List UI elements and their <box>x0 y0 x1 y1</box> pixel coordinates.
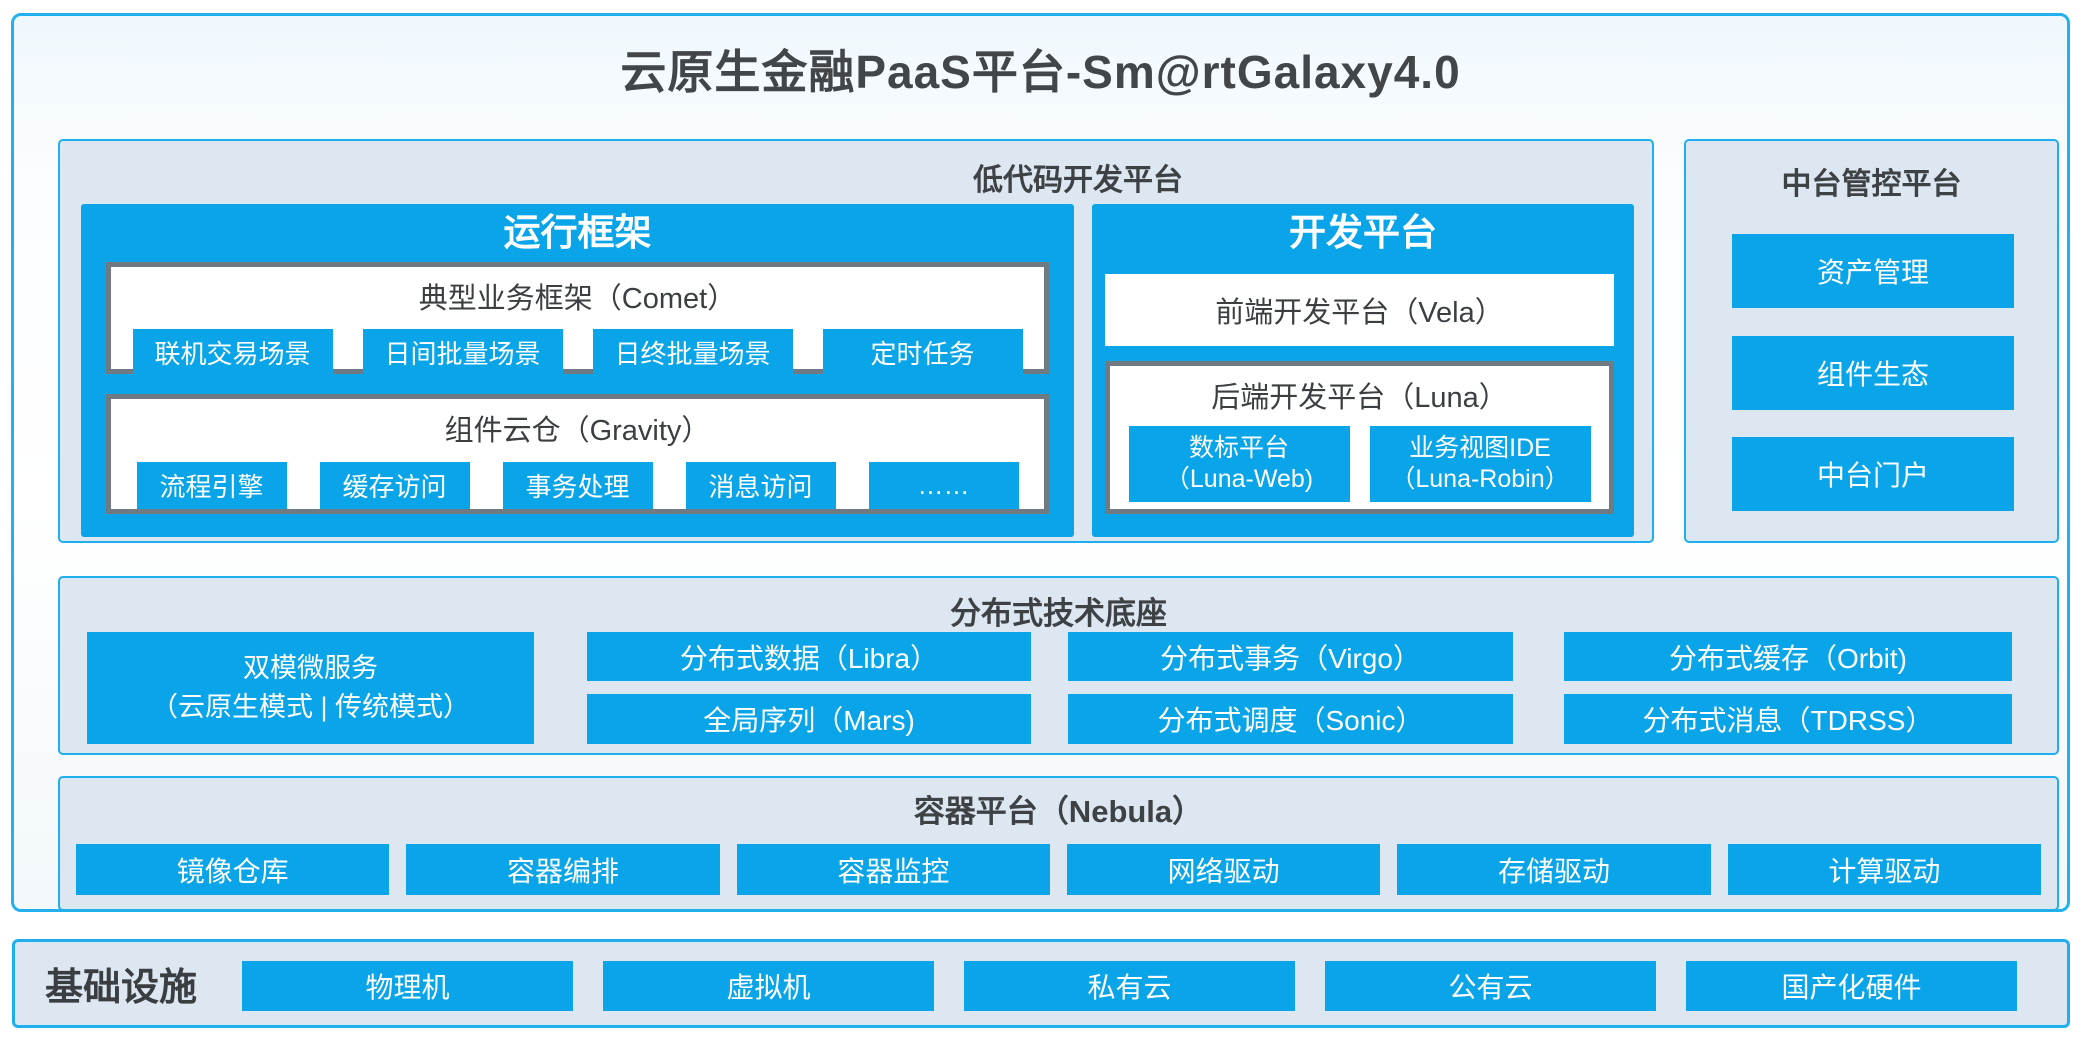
infrastructure-item: 国产化硬件 <box>1686 961 2017 1011</box>
container-item: 容器监控 <box>736 844 1050 895</box>
infrastructure-panel: 基础设施 物理机 虚拟机 私有云 公有云 国产化硬件 <box>12 939 2070 1028</box>
infrastructure-item: 物理机 <box>242 961 573 1011</box>
luna-backend-box: 后端开发平台（Luna） 数标平台 （Luna-Web) 业务视图IDE （Lu… <box>1105 361 1614 514</box>
distributed-item: 分布式事务（Virgo） <box>1068 632 1513 681</box>
comet-framework-box: 典型业务框架（Comet） 联机交易场景 日间批量场景 日终批量场景 定时任务 <box>106 262 1049 376</box>
midplatform-item: 组件生态 <box>1732 336 2014 410</box>
vela-frontend-box: 前端开发平台（Vela） <box>1105 274 1614 346</box>
page-title: 云原生金融PaaS平台-Sm@rtGalaxy4.0 <box>620 46 1461 98</box>
luna-item: 业务视图IDE （Luna-Robin） <box>1369 426 1591 502</box>
luna-item-line1: 数标平台 <box>1188 433 1289 462</box>
comet-item: 日间批量场景 <box>362 329 563 376</box>
dual-mode-line1: 双模微服务 <box>243 652 378 683</box>
gravity-warehouse-title: 组件云仓（Gravity） <box>444 415 711 447</box>
distributed-item: 全局序列（Mars) <box>587 694 1031 744</box>
lowcode-platform-panel: 低代码开发平台 运行框架 典型业务框架（Comet） 联机交易场景 日间批量场景… <box>58 139 1654 543</box>
midplatform-label: 中台管控平台 <box>1781 168 1962 201</box>
distributed-base-label: 分布式技术底座 <box>950 596 1167 631</box>
outer-frame: 云原生金融PaaS平台-Sm@rtGalaxy4.0 低代码开发平台 运行框架 … <box>11 13 2070 912</box>
comet-item: 日终批量场景 <box>592 329 793 376</box>
dual-mode-microservice-box: 双模微服务 （云原生模式 | 传统模式） <box>87 632 534 744</box>
distributed-base-panel: 分布式技术底座 双模微服务 （云原生模式 | 传统模式） 分布式数据（Libra… <box>58 576 2059 755</box>
distributed-item: 分布式缓存（Orbit) <box>1564 632 2012 681</box>
container-item: 网络驱动 <box>1067 844 1381 895</box>
luna-item-line2: （Luna-Web) <box>1164 465 1314 493</box>
midplatform-item: 资产管理 <box>1732 234 2014 308</box>
gravity-item: 事务处理 <box>502 462 653 509</box>
infrastructure-items-row: 物理机 虚拟机 私有云 公有云 国产化硬件 <box>242 961 2017 1011</box>
distributed-item: 分布式数据（Libra） <box>587 632 1031 681</box>
luna-item-line1: 业务视图IDE <box>1409 433 1551 462</box>
infrastructure-item: 私有云 <box>964 961 1295 1011</box>
distributed-item: 分布式消息（TDRSS） <box>1564 694 2012 744</box>
dual-mode-line2: （云原生模式 | 传统模式） <box>150 692 471 722</box>
comet-framework-title: 典型业务框架（Comet） <box>418 283 737 315</box>
runtime-framework-panel: 运行框架 典型业务框架（Comet） 联机交易场景 日间批量场景 日终批量场景 … <box>81 204 1074 537</box>
comet-item: 联机交易场景 <box>132 329 333 376</box>
gravity-item: 消息访问 <box>685 462 836 509</box>
comet-items-row: 联机交易场景 日间批量场景 日终批量场景 定时任务 <box>111 329 1044 376</box>
dev-platform-panel: 开发平台 前端开发平台（Vela） 后端开发平台（Luna） 数标平台 （Lun… <box>1092 204 1634 537</box>
container-item: 容器编排 <box>406 844 720 895</box>
luna-item-line2: （Luna-Robin） <box>1390 465 1570 493</box>
infrastructure-item: 虚拟机 <box>603 961 934 1011</box>
gravity-item: 缓存访问 <box>319 462 470 509</box>
luna-item: 数标平台 （Luna-Web) <box>1128 426 1350 502</box>
midplatform-panel: 中台管控平台 资产管理 组件生态 中台门户 <box>1684 139 2059 543</box>
container-platform-label: 容器平台（Nebula） <box>913 794 1204 829</box>
container-item: 存储驱动 <box>1397 844 1711 895</box>
luna-items-row: 数标平台 （Luna-Web) 业务视图IDE （Luna-Robin） <box>1110 426 1609 502</box>
infrastructure-item: 公有云 <box>1325 961 1656 1011</box>
runtime-framework-title: 运行框架 <box>503 212 652 253</box>
luna-backend-title: 后端开发平台（Luna） <box>1211 382 1508 414</box>
comet-item: 定时任务 <box>822 329 1023 376</box>
gravity-warehouse-box: 组件云仓（Gravity） 流程引擎 缓存访问 事务处理 消息访问 …… <box>106 394 1049 514</box>
dev-platform-title: 开发平台 <box>1289 212 1437 253</box>
container-item: 计算驱动 <box>1727 844 2041 895</box>
container-items-row: 镜像仓库 容器编排 容器监控 网络驱动 存储驱动 计算驱动 <box>76 844 2041 895</box>
midplatform-item: 中台门户 <box>1732 437 2014 511</box>
gravity-item: 流程引擎 <box>136 462 287 509</box>
distributed-item: 分布式调度（Sonic） <box>1068 694 1513 744</box>
gravity-items-row: 流程引擎 缓存访问 事务处理 消息访问 …… <box>111 462 1044 509</box>
vela-frontend-label: 前端开发平台（Vela） <box>1215 297 1504 329</box>
container-item: 镜像仓库 <box>76 844 390 895</box>
gravity-item: …… <box>868 462 1019 509</box>
lowcode-platform-label: 低代码开发平台 <box>973 164 1183 197</box>
container-platform-panel: 容器平台（Nebula） 镜像仓库 容器编排 容器监控 网络驱动 存储驱动 计算… <box>58 776 2059 911</box>
infrastructure-label: 基础设施 <box>45 967 198 1009</box>
